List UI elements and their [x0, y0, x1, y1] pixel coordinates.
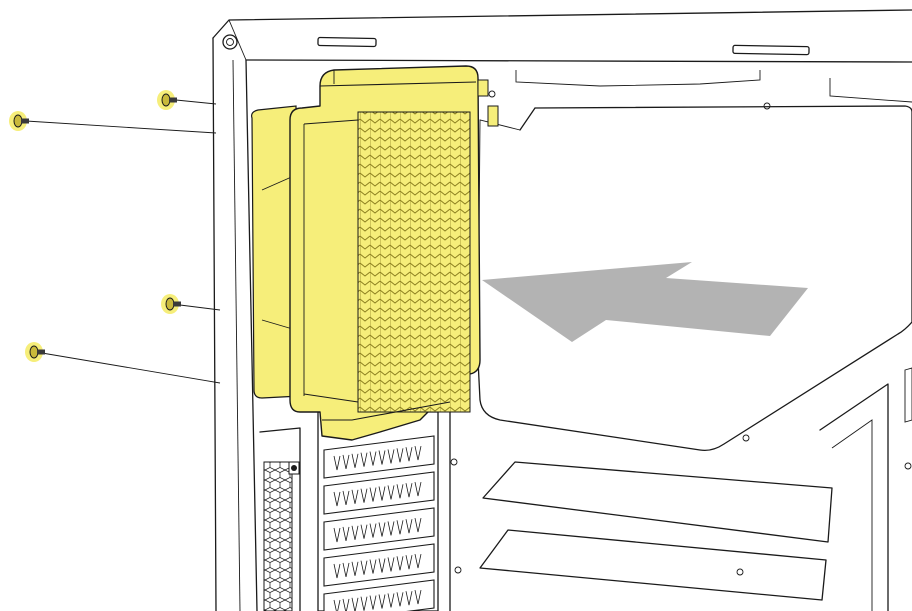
tray-recess-1	[482, 461, 833, 543]
tray-cutout	[477, 105, 912, 452]
tray-edge-left	[477, 119, 521, 361]
guide-line-1	[175, 99, 217, 105]
radiator-top-tank	[319, 81, 477, 87]
guide-line-2	[25, 120, 217, 134]
top-slot-right	[732, 44, 810, 56]
screw-3	[161, 294, 181, 314]
expansion-slot-cover	[323, 507, 435, 551]
top-slot-left	[317, 36, 377, 48]
tray-recess-2	[479, 529, 827, 601]
front-rail-inner	[232, 59, 241, 611]
radiator-with-fan	[251, 65, 499, 441]
mounting-screw-rear	[288, 461, 300, 475]
rear-vent-panel	[263, 461, 293, 611]
front-rail-outer	[212, 37, 217, 611]
tray-cutout-inner	[519, 107, 536, 131]
case-chassis	[212, 9, 912, 611]
expansion-slot-cover	[323, 435, 435, 479]
expansion-slot-cover	[323, 579, 435, 611]
tray-right-panel	[819, 383, 889, 611]
screw-1	[157, 90, 177, 110]
tray-hole	[763, 102, 771, 110]
case-top-inner	[245, 59, 912, 63]
radiator-fins	[357, 111, 471, 413]
expansion-slot-cover	[323, 543, 435, 587]
case-top-edge	[212, 9, 912, 39]
case-knob	[222, 34, 238, 50]
screw-2	[9, 111, 29, 131]
case-top-rim	[228, 19, 247, 61]
expansion-slot-cover	[323, 471, 435, 515]
guide-line-4	[41, 352, 221, 384]
screw-guide-lines	[25, 99, 221, 384]
front-rail-mid	[245, 59, 258, 611]
expansion-slots	[259, 399, 451, 611]
insertion-arrow	[482, 262, 808, 342]
guide-line-3	[179, 304, 221, 311]
screws	[9, 90, 181, 362]
screw-4	[25, 342, 45, 362]
motherboard-tray	[450, 105, 912, 611]
